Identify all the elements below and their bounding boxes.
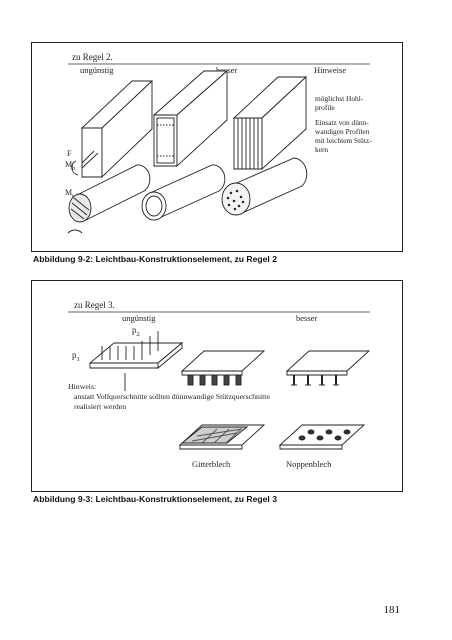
fig1-note2-line4: kern — [315, 145, 328, 154]
fig2-hint-line1: anstatt Vollquerschnitte sollten dünnwan… — [74, 392, 270, 401]
hollow-square-bar — [152, 70, 229, 168]
fig2-col-better: besser — [296, 313, 317, 323]
fig2-hint-line2: realisiert werden — [74, 402, 126, 411]
fig1-label-Mt: Mt — [65, 188, 74, 200]
fig2-heading: zu Regel 3. — [74, 300, 115, 310]
fig1-note1-line2: profile — [315, 103, 335, 112]
fig2-col-bad: ungünstig — [122, 313, 156, 323]
ribbed-square-bar — [232, 75, 308, 171]
fig2-label-grid: Gitterblech — [192, 459, 231, 469]
fig1-heading: zu Regel 2. — [72, 52, 113, 62]
figure-rule-2-caption: Abbildung 9-2: Leichtbau-Konstruktionsel… — [33, 254, 277, 264]
fig1-note2-line2: wandigen Profilen — [315, 127, 370, 136]
fig2-label-p1: p1 — [72, 350, 80, 363]
fig1-col-better: besser — [216, 65, 237, 75]
ribbed-plate-t-ribs — [285, 350, 371, 386]
fig1-label-Mb: Mb — [65, 160, 75, 172]
figure-rule-2: zu Regel 2. ungünstig besser Hinweise F … — [31, 42, 403, 252]
fig1-note2-line3: mit leichtem Stütz- — [315, 136, 372, 145]
fig1-label-F: F — [67, 149, 72, 158]
knob-sheet — [278, 424, 366, 450]
fig2-hint-title: Hinweis: — [68, 382, 96, 391]
solid-plate-with-loads — [88, 331, 184, 391]
solid-square-bar — [71, 79, 154, 179]
fig1-col-notes: Hinweise — [314, 65, 346, 75]
grid-sheet — [178, 424, 266, 450]
foam-core-cylinder — [221, 157, 308, 216]
page-number: 181 — [383, 604, 401, 616]
fig1-note1-line1: möglichst Hohl- — [315, 94, 364, 103]
ribbed-plate-square-ribs — [180, 350, 266, 386]
figure-rule-3: zu Regel 3. ungünstig besser p1 p2 — [31, 280, 403, 492]
figure-rule-3-caption: Abbildung 9-3: Leichtbau-Konstruktionsel… — [33, 494, 277, 504]
fig2-label-knob: Noppenblech — [286, 459, 332, 469]
fig2-label-p2: p2 — [132, 325, 140, 338]
solid-cylinder — [67, 164, 151, 234]
hollow-cylinder — [141, 164, 226, 221]
figure-rule-2-drawing: zu Regel 2. ungünstig besser Hinweise F … — [65, 52, 372, 234]
fig1-col-bad: ungünstig — [80, 65, 114, 75]
figure-rule-3-drawing: zu Regel 3. ungünstig besser p1 p2 — [68, 300, 371, 469]
fig1-note2-line1: Einsatz von dünn- — [315, 118, 369, 127]
